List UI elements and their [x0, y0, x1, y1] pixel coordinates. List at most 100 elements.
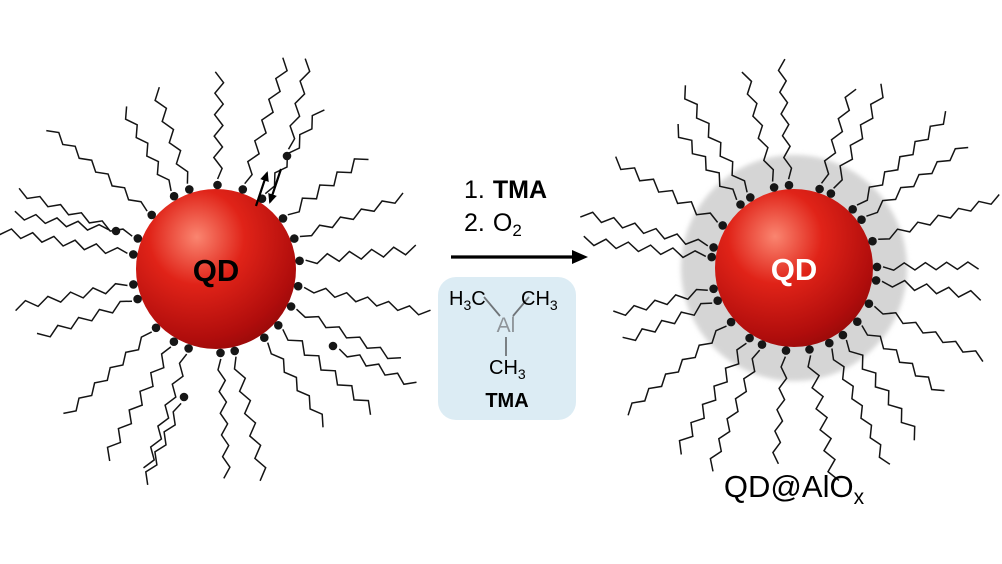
ligand-head-dot	[815, 184, 824, 194]
ligand	[217, 358, 231, 479]
step1-number: 1.	[464, 176, 485, 204]
ligand	[627, 325, 727, 416]
ligand-head-dot	[784, 180, 794, 190]
reaction-step2: 2.O2	[464, 209, 522, 240]
ligand	[106, 346, 172, 462]
step2-number: 2.	[464, 209, 485, 237]
ligand-head-dot	[746, 193, 755, 202]
ligand	[866, 146, 969, 217]
ligand	[15, 282, 128, 312]
right-ligands	[580, 58, 1000, 482]
tma-box-background	[438, 277, 576, 420]
ligand	[282, 328, 372, 415]
ligand	[678, 342, 747, 455]
ligand-head-dot	[129, 280, 138, 289]
ligand-head-dot	[238, 185, 248, 194]
ligand-head-dot	[230, 346, 239, 356]
ligand-head-dot	[293, 281, 303, 291]
ligand-head-dot	[857, 215, 866, 224]
qd-core-label: QD	[771, 252, 818, 287]
qd-core-sphere	[715, 189, 873, 347]
ligand-head-dot	[274, 321, 283, 330]
ligand	[36, 300, 133, 338]
free-ligand-head-dot	[111, 226, 121, 236]
ligand	[244, 57, 288, 185]
ligand-head-dot	[826, 189, 836, 198]
ligand-head-dot	[216, 348, 225, 358]
free-ligand	[14, 210, 110, 231]
qd-core-sphere	[136, 189, 296, 349]
ligand	[772, 356, 788, 465]
ligand	[845, 339, 916, 441]
step1-reagent: TMA	[493, 176, 547, 204]
ligand	[143, 353, 188, 469]
ligand-head-dot	[713, 296, 722, 306]
ligand	[856, 110, 947, 206]
exchange-arrow-up	[254, 171, 269, 207]
ligand-head-dot	[295, 256, 304, 266]
free-ligand-head-dot	[179, 392, 189, 402]
exchange-arrow-down	[268, 168, 283, 204]
ligand	[233, 356, 267, 482]
ligand-head-dot	[871, 276, 881, 285]
ligand-head-dot	[718, 221, 727, 230]
ligand	[833, 83, 884, 189]
aluminum-atom-label: Al	[497, 314, 516, 337]
free-ligand-head-dot	[282, 151, 292, 161]
ligand	[264, 109, 325, 195]
ligand	[741, 71, 775, 182]
free-ligand	[144, 402, 182, 486]
ligand	[580, 211, 709, 247]
ligand-head-dot	[185, 185, 194, 194]
ligand	[881, 279, 982, 301]
ligand-head-dot	[864, 299, 874, 309]
reaction-conditions: 1.TMA 2.O2	[451, 176, 588, 264]
ligand	[154, 86, 189, 184]
ligand-head-dot	[213, 180, 222, 190]
product-label: QD@AlOx	[724, 469, 865, 509]
ligand-head-dot	[278, 214, 288, 223]
ligand-head-dot	[757, 340, 767, 349]
qd-core-label: QD	[193, 253, 240, 288]
ligand-head-dot	[853, 317, 862, 327]
ligand	[615, 156, 719, 223]
ligand	[622, 302, 713, 342]
ligand	[807, 355, 840, 482]
ligand	[295, 308, 402, 360]
ligand	[873, 305, 984, 363]
ligand-head-dot	[151, 323, 161, 333]
free-ligand	[338, 348, 417, 386]
ligand-head-dot	[707, 252, 716, 262]
ligand-head-dot	[868, 236, 877, 246]
ligand	[303, 286, 431, 316]
methyl-right: CH3	[521, 288, 558, 313]
ligand	[878, 194, 1000, 240]
free-ligand	[287, 58, 311, 150]
ligand-head-dot	[709, 243, 718, 252]
ligand	[684, 85, 748, 193]
ligand-head-dot	[286, 302, 296, 311]
ligand	[299, 192, 404, 238]
ligand-head-dot	[147, 210, 156, 220]
ligand-head-dot	[745, 333, 754, 343]
ligand-head-dot	[260, 333, 269, 343]
right-ligand-head-dots	[707, 180, 882, 355]
ligand-head-dot	[838, 330, 848, 340]
ligand-head-dot	[726, 317, 736, 327]
bond-right	[512, 296, 530, 317]
free-ligand-head-dot	[328, 341, 338, 351]
step2-reagent: O	[493, 209, 512, 237]
ligand	[583, 235, 707, 259]
ligand	[820, 88, 857, 184]
ligand	[0, 228, 128, 255]
ligand-head-dot	[769, 183, 779, 192]
ligand	[831, 348, 891, 465]
ligand-head-dot	[129, 250, 138, 259]
ligand	[46, 129, 148, 212]
ligand-head-dot	[781, 346, 791, 355]
tma-caption: TMA	[485, 390, 528, 412]
ligand	[613, 288, 708, 317]
ligand	[266, 342, 324, 428]
ligand-head-dot	[805, 345, 814, 354]
